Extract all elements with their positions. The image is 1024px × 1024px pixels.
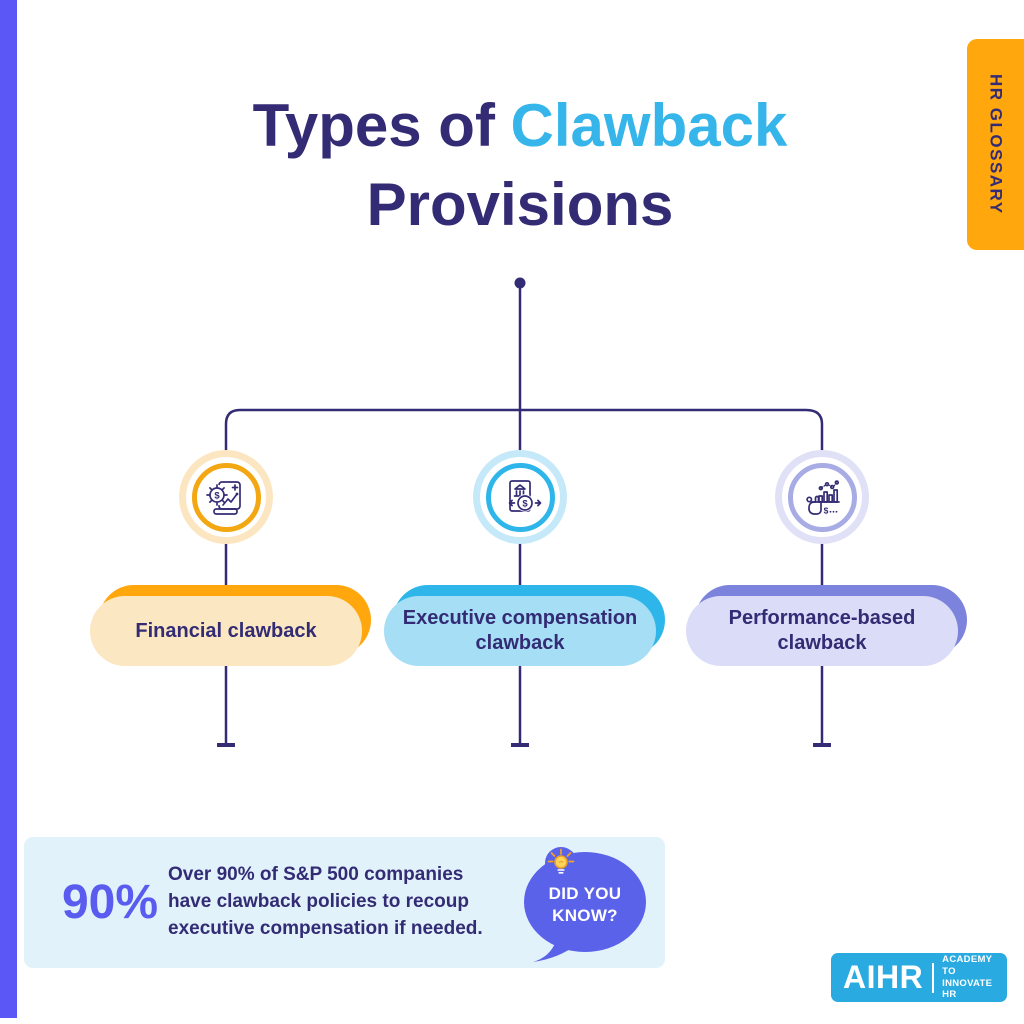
node-gap: $ — [186, 457, 266, 537]
node-ring: $ — [787, 462, 857, 532]
pill-financial-clawback: Financial clawback — [90, 585, 371, 666]
svg-text:$: $ — [522, 498, 528, 509]
lightbulb-icon — [547, 848, 575, 874]
did-you-know-label: DID YOU KNOW? — [548, 884, 622, 926]
title-prefix: Types of — [252, 92, 495, 159]
pill-performance-based-clawback: Performance-based clawback — [686, 585, 967, 666]
node-financial: $ — [179, 450, 273, 544]
did-you-know-bubble: DID YOU KNOW? — [516, 845, 650, 967]
node-gap: $ — [782, 457, 862, 537]
pill-label: Performance-based clawback — [686, 596, 958, 666]
node-ring: $ — [485, 462, 555, 532]
svg-text:$: $ — [824, 506, 829, 516]
node-executive-compensation: $ — [473, 450, 567, 544]
aihr-logo-tagline: ACADEMY TO INNOVATE HR — [942, 953, 993, 1001]
root-dot — [514, 277, 526, 289]
node-gap: $ — [480, 457, 560, 537]
speech-bubble-shape — [524, 847, 646, 962]
title-line2: Provisions — [366, 171, 674, 239]
gear-dollar-scroll-chart-icon: $ — [206, 481, 241, 515]
left-accent-bar — [0, 0, 17, 1018]
pill-label: Financial clawback — [90, 596, 362, 666]
bank-document-coin-exchange-icon: $ — [508, 480, 542, 512]
aihr-logo-text: AIHR — [843, 959, 924, 995]
aihr-logo: AIHR ACADEMY TO INNOVATE HR — [831, 953, 1007, 1002]
pill-label: Executive compensation clawback — [384, 596, 656, 666]
stat-value: 90% — [61, 876, 159, 929]
svg-text:$: $ — [214, 490, 220, 501]
logo-divider — [932, 962, 935, 993]
node-ring: $ — [191, 462, 261, 532]
title-highlight: Clawback — [510, 92, 788, 159]
hr-glossary-label: HR GLOSSARY — [986, 74, 1006, 215]
node-performance-based: $ — [775, 450, 869, 544]
pill-executive-compensation-clawback: Executive compensation clawback — [384, 585, 665, 666]
stat-text: Over 90% of S&P 500 companies have clawb… — [168, 864, 483, 939]
hand-bar-chart-dollar-icon: $ — [806, 480, 840, 516]
hr-glossary-badge: HR GLOSSARY — [967, 39, 1024, 250]
